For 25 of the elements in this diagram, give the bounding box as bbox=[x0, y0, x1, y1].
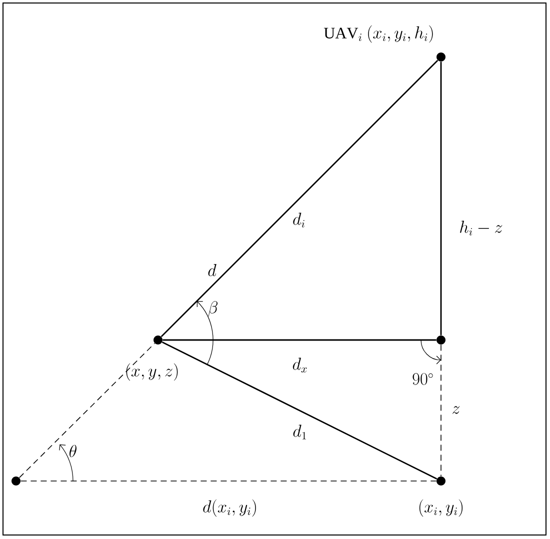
edge-label: $d_i$ bbox=[293, 212, 304, 228]
edge-label: $h_i - z$ bbox=[460, 220, 502, 236]
point-label: $(x_i, y_i)$ bbox=[419, 499, 463, 517]
angle-label: $90^\circ$ bbox=[412, 373, 433, 385]
edge-label: $d(x_i, y_i)$ bbox=[203, 499, 256, 517]
point bbox=[436, 52, 446, 62]
point-label: $\mathrm{UAV}_i\ (x_i, y_i, h_i)$ bbox=[324, 25, 433, 43]
angle-label: $d$ bbox=[208, 264, 216, 276]
line bbox=[20, 480, 437, 482]
point bbox=[436, 336, 446, 344]
line bbox=[18, 342, 156, 478]
line bbox=[440, 344, 442, 477]
line bbox=[160, 60, 438, 338]
edge-label: $d_1$ bbox=[293, 424, 306, 440]
edge-label: $d_x$ bbox=[292, 358, 307, 372]
point bbox=[436, 476, 446, 486]
point bbox=[12, 476, 20, 486]
point-label: $(x, y, z)$ bbox=[126, 363, 178, 381]
angle-label: $\theta$ bbox=[70, 444, 76, 458]
line bbox=[162, 341, 438, 480]
angle-label: $\beta$ bbox=[208, 301, 218, 317]
line bbox=[162, 339, 436, 341]
edge-label: $z$ bbox=[452, 406, 460, 414]
point bbox=[154, 336, 162, 344]
line bbox=[440, 62, 442, 336]
